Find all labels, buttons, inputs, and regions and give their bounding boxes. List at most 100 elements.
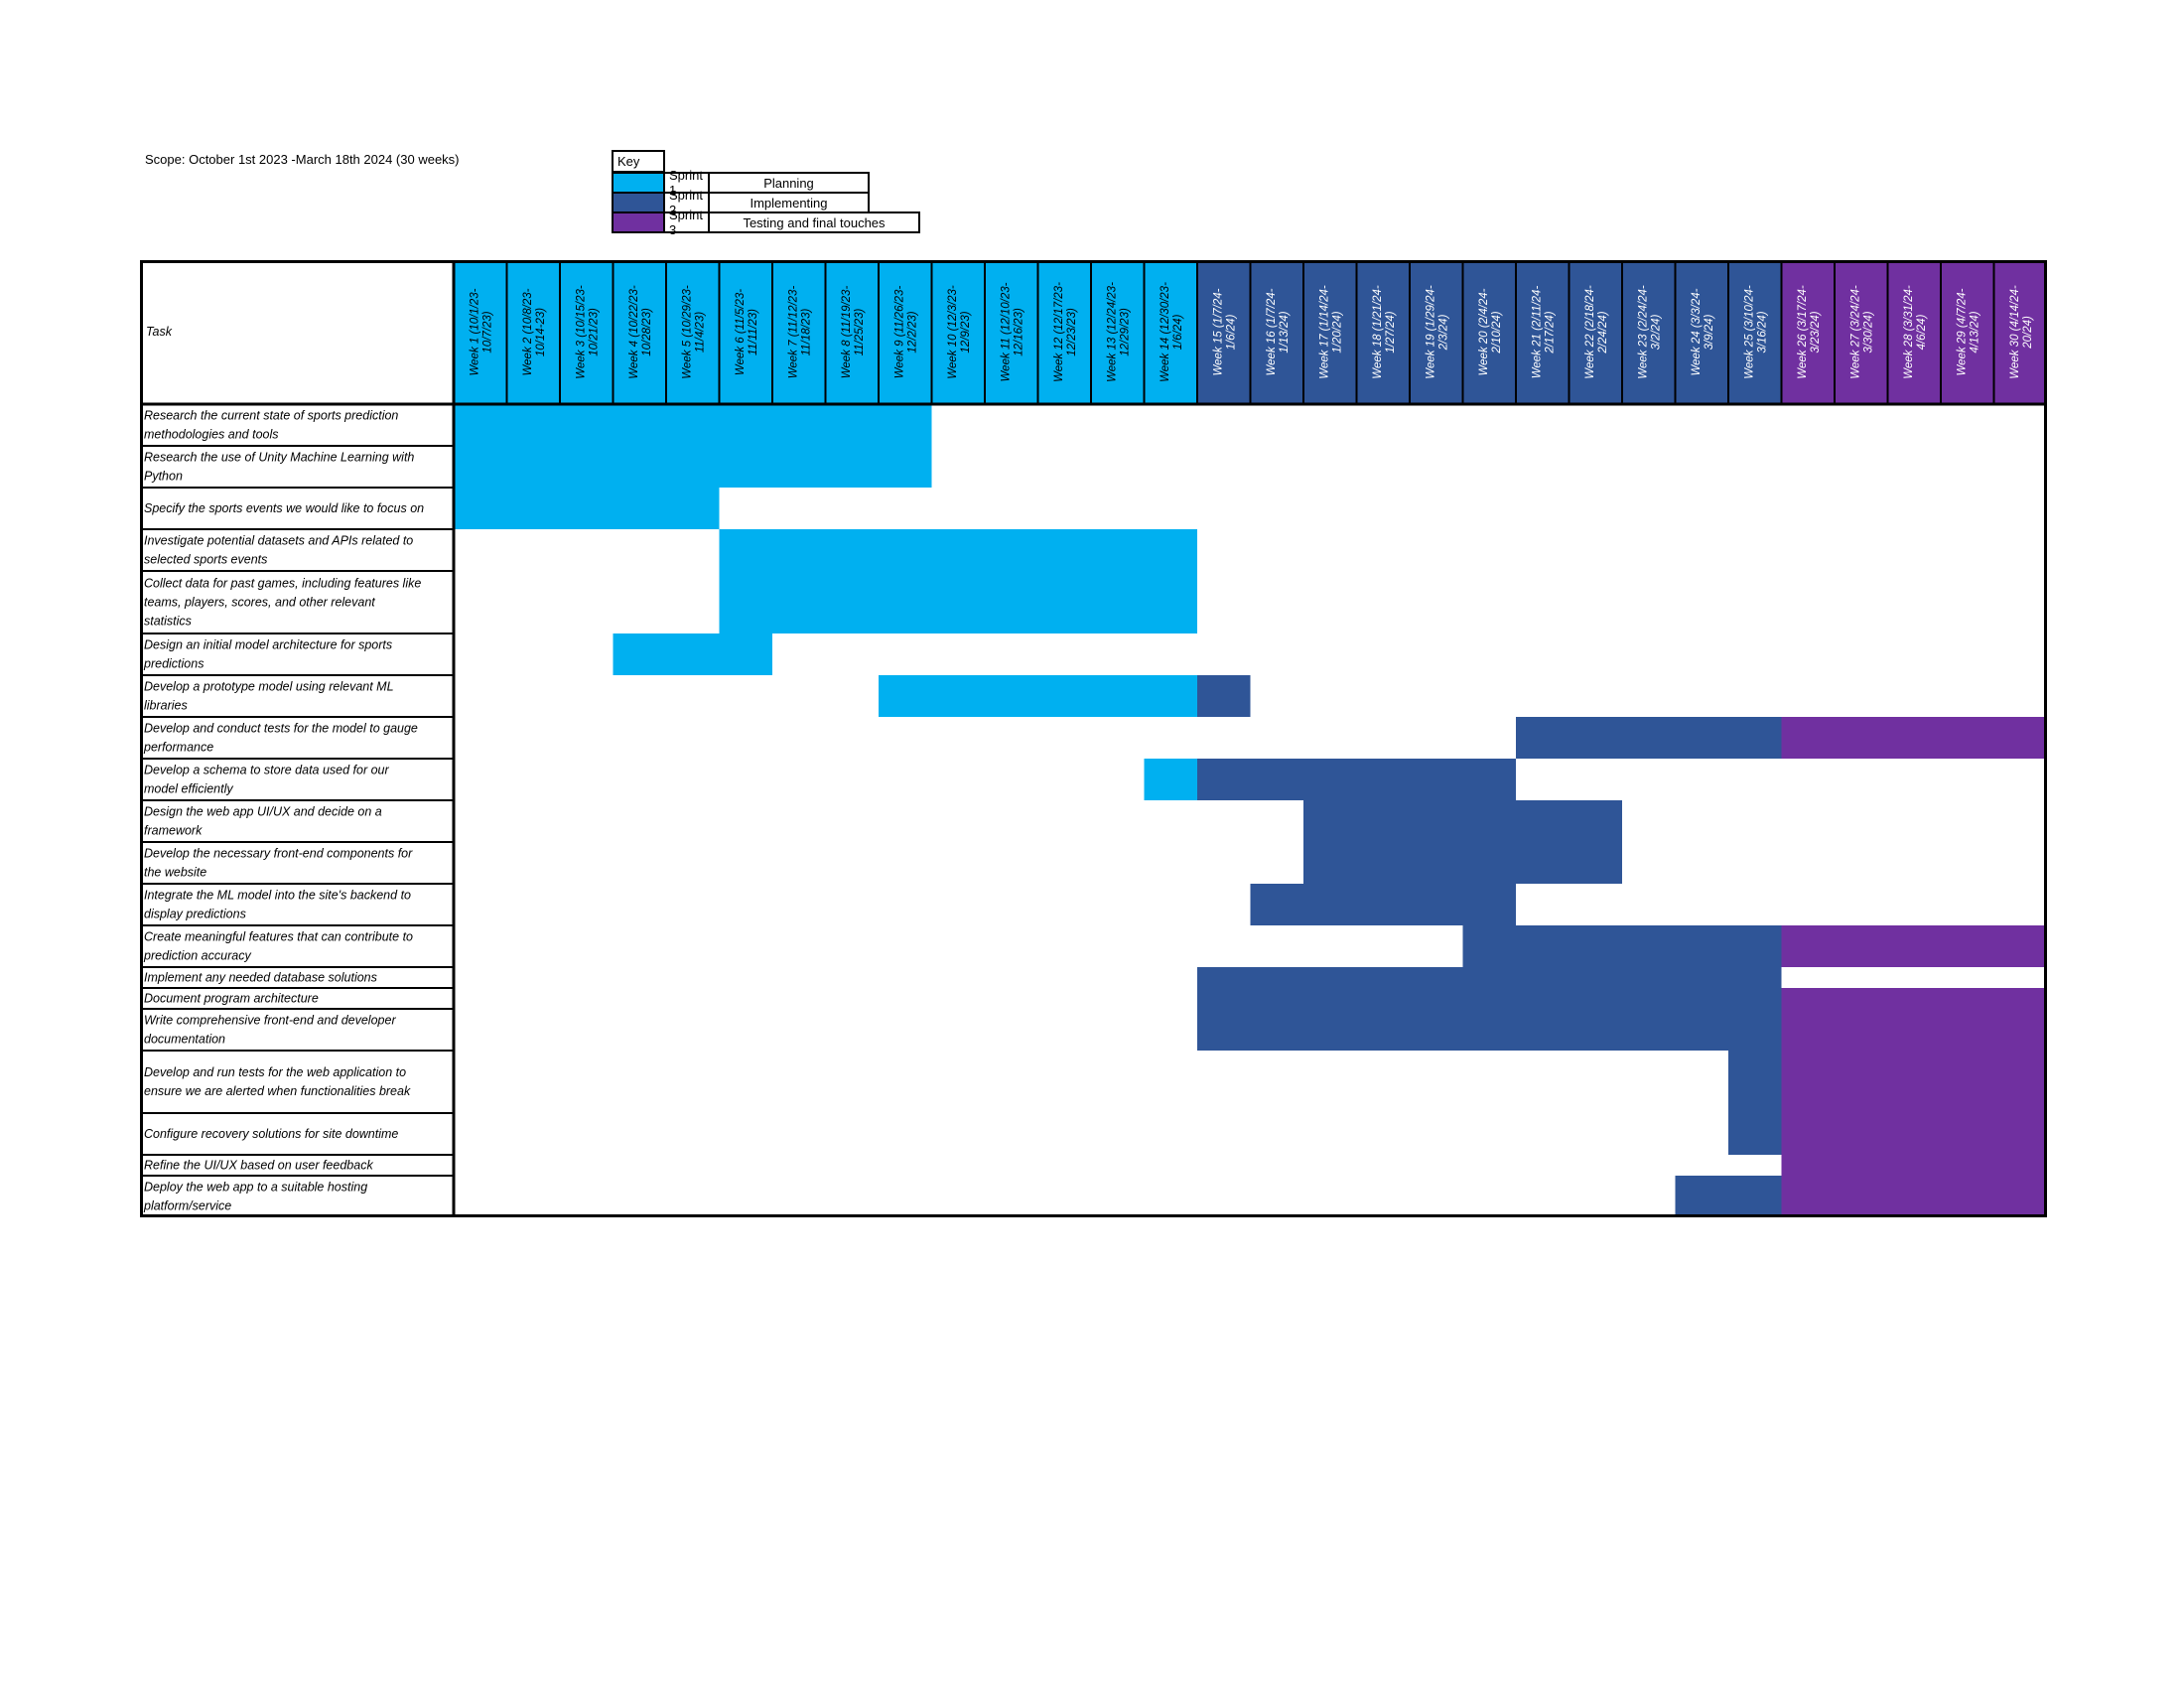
week-label: Week 20 (2/4/24-2/10/24) (1478, 288, 1503, 375)
task-label-line: documentation (144, 1033, 225, 1047)
week-label: Week 23 (2/24/24-3/2/24) (1637, 285, 1662, 379)
week-label-line: Week 12 (12/17/23- (1053, 282, 1065, 382)
task-label-line: Design an initial model architecture for… (144, 638, 392, 652)
week-header-cell (1835, 260, 1888, 404)
week-label-line: 11/4/23) (694, 312, 706, 353)
task-label-line: Design the web app UI/UX and decide on a (144, 805, 382, 819)
week-label: Week 24 (3/3/24-3/9/24) (1691, 288, 1715, 375)
week-label-line: Week 3 (10/15/23- (575, 285, 587, 379)
gantt-bar (1197, 988, 1782, 1009)
week-label: Week 7 (11/12/23-11/18/23) (787, 286, 812, 379)
legend-swatch-sprint-3 (612, 211, 665, 233)
week-header-cell (1569, 260, 1622, 404)
week-label: Week 16 (1/7/24-1/13/24) (1266, 288, 1291, 375)
task-label-line: teams, players, scores, and other releva… (144, 596, 375, 610)
gantt-bar (1675, 1176, 1782, 1217)
week-label: Week 11 (12/10/23-12/16/23) (1000, 282, 1024, 381)
task-label: Deploy the web app to a suitable hosting… (143, 1181, 367, 1213)
week-header-cell (1356, 260, 1410, 404)
week-header-cell (772, 260, 826, 404)
week-label: Week 2 (10/8/23-10/14-23) (522, 288, 547, 375)
week-header-cell (454, 260, 507, 404)
gantt-bar (1197, 675, 1251, 717)
week-label: Week 22 (2/18/24-2/24/24) (1584, 285, 1609, 379)
week-header-cell (1250, 260, 1303, 404)
gantt-bar (1781, 988, 2047, 1009)
task-label: Write comprehensive front-end and develo… (144, 1014, 396, 1047)
week-header-cell (1462, 260, 1516, 404)
week-label: Week 4 (10/22/23-10/28/23) (628, 285, 653, 379)
task-label: Design an initial model architecture for… (143, 638, 392, 671)
gantt-bar (1781, 1176, 2047, 1217)
week-label-line: 12/16/23) (1013, 308, 1024, 356)
week-header-cell (1675, 260, 1728, 404)
task-label-line: model efficiently (144, 782, 233, 796)
gantt-bar (454, 446, 932, 488)
week-label-line: Week 25 (3/10/24- (1743, 285, 1755, 379)
week-label: Week 1 (10/1/23-10/7/23) (469, 288, 493, 375)
week-header-cell (1197, 260, 1251, 404)
task-label-line: Python (144, 470, 183, 484)
week-header-cell (719, 260, 772, 404)
week-label: Week 17 (1/14/24-1/20/24) (1318, 285, 1343, 379)
week-label-line: Week 8 (11/19/23- (841, 286, 853, 379)
gantt-bar (1728, 1051, 1782, 1113)
week-label: Week 10 (12/3/23-12/9/23) (947, 285, 972, 379)
legend: Key Sprint 1 Planning Sprint 2 Implement… (612, 150, 935, 237)
week-label-line: Week 6 (11/5/23- (735, 289, 747, 375)
task-label-line: methodologies and tools (144, 428, 279, 442)
week-label: Week 30 (4/14/24-20/24) (2009, 285, 2034, 379)
gantt-bar (1144, 759, 1197, 800)
week-label-line: 3/2/24) (1650, 314, 1662, 350)
task-label-line: display predictions (144, 908, 246, 921)
legend-label-testing: Testing and final touches (708, 211, 920, 233)
task-label-line: Research the use of Unity Machine Learni… (144, 451, 414, 465)
task-label-line: Develop a prototype model using relevant… (144, 680, 394, 694)
week-label-line: 12/2/23) (906, 311, 918, 352)
gantt-bar (1197, 967, 1782, 988)
task-label: Implement any needed database solutions (144, 971, 377, 985)
week-header-cell (666, 260, 720, 404)
gantt-bar (1728, 1113, 1782, 1155)
week-label-line: 1/27/24) (1385, 311, 1397, 352)
task-label: Refine the UI/UX based on user feedback (144, 1159, 373, 1173)
gantt-bar (1303, 800, 1622, 842)
week-header-cell (1516, 260, 1570, 404)
week-label-line: Week 11 (12/10/23- (1000, 282, 1012, 381)
task-label-line: the website (144, 866, 206, 880)
chart-border (140, 260, 2047, 1217)
week-header-cell (1410, 260, 1463, 404)
week-label: Week 21 (2/11/24-2/17/24) (1531, 286, 1556, 379)
week-label-line: 11/18/23) (800, 308, 812, 355)
week-label: Week 29 (4/7/24-4/13/24) (1956, 288, 1980, 375)
task-label-line: Implement any needed database solutions (144, 971, 377, 985)
week-label-line: 2/3/24) (1437, 314, 1449, 351)
week-label-line: Week 29 (4/7/24- (1956, 288, 1968, 375)
gantt-bar (1303, 842, 1622, 884)
gantt-chart: Week 1 (10/1/23-10/7/23) Week 2 (10/8/23-… (140, 260, 2047, 1217)
week-header-cell (1781, 260, 1835, 404)
task-label: Research the use of Unity Machine Learni… (144, 451, 414, 484)
legend-swatch-sprint-2 (612, 192, 665, 213)
week-label-line: 3/9/24) (1704, 314, 1715, 350)
week-label-line: 1/6/24) (1172, 314, 1184, 350)
week-header-cell (1303, 260, 1357, 404)
week-label: Week 14 (12/30/23-1/6/24) (1160, 282, 1184, 382)
week-label-line: Week 26 (3/17/24- (1797, 285, 1809, 379)
week-label: Week 3 (10/15/23-10/21/23) (575, 285, 600, 379)
task-label-line: Integrate the ML model into the site's b… (144, 889, 411, 903)
week-label-line: Week 5 (10/29/23- (681, 285, 693, 379)
legend-sprint-3: Sprint 3 (663, 208, 710, 237)
gantt-bar (454, 404, 932, 446)
task-label: Create meaningful features that can cont… (143, 930, 413, 963)
task-label-line: Deploy the web app to a suitable hosting (144, 1181, 367, 1195)
week-label-line: 3/16/24) (1756, 311, 1768, 352)
legend-label-planning: Planning (708, 172, 870, 194)
task-label: Develop a schema to store data used for … (144, 764, 390, 796)
task-label-line: performance (143, 741, 213, 755)
week-label-line: 3/23/24) (1810, 311, 1822, 352)
week-label-line: Week 16 (1/7/24- (1266, 288, 1278, 375)
gantt-bar (1781, 1113, 2047, 1155)
week-label-line: 1/20/24) (1331, 311, 1343, 352)
gantt-bar (719, 571, 1197, 633)
